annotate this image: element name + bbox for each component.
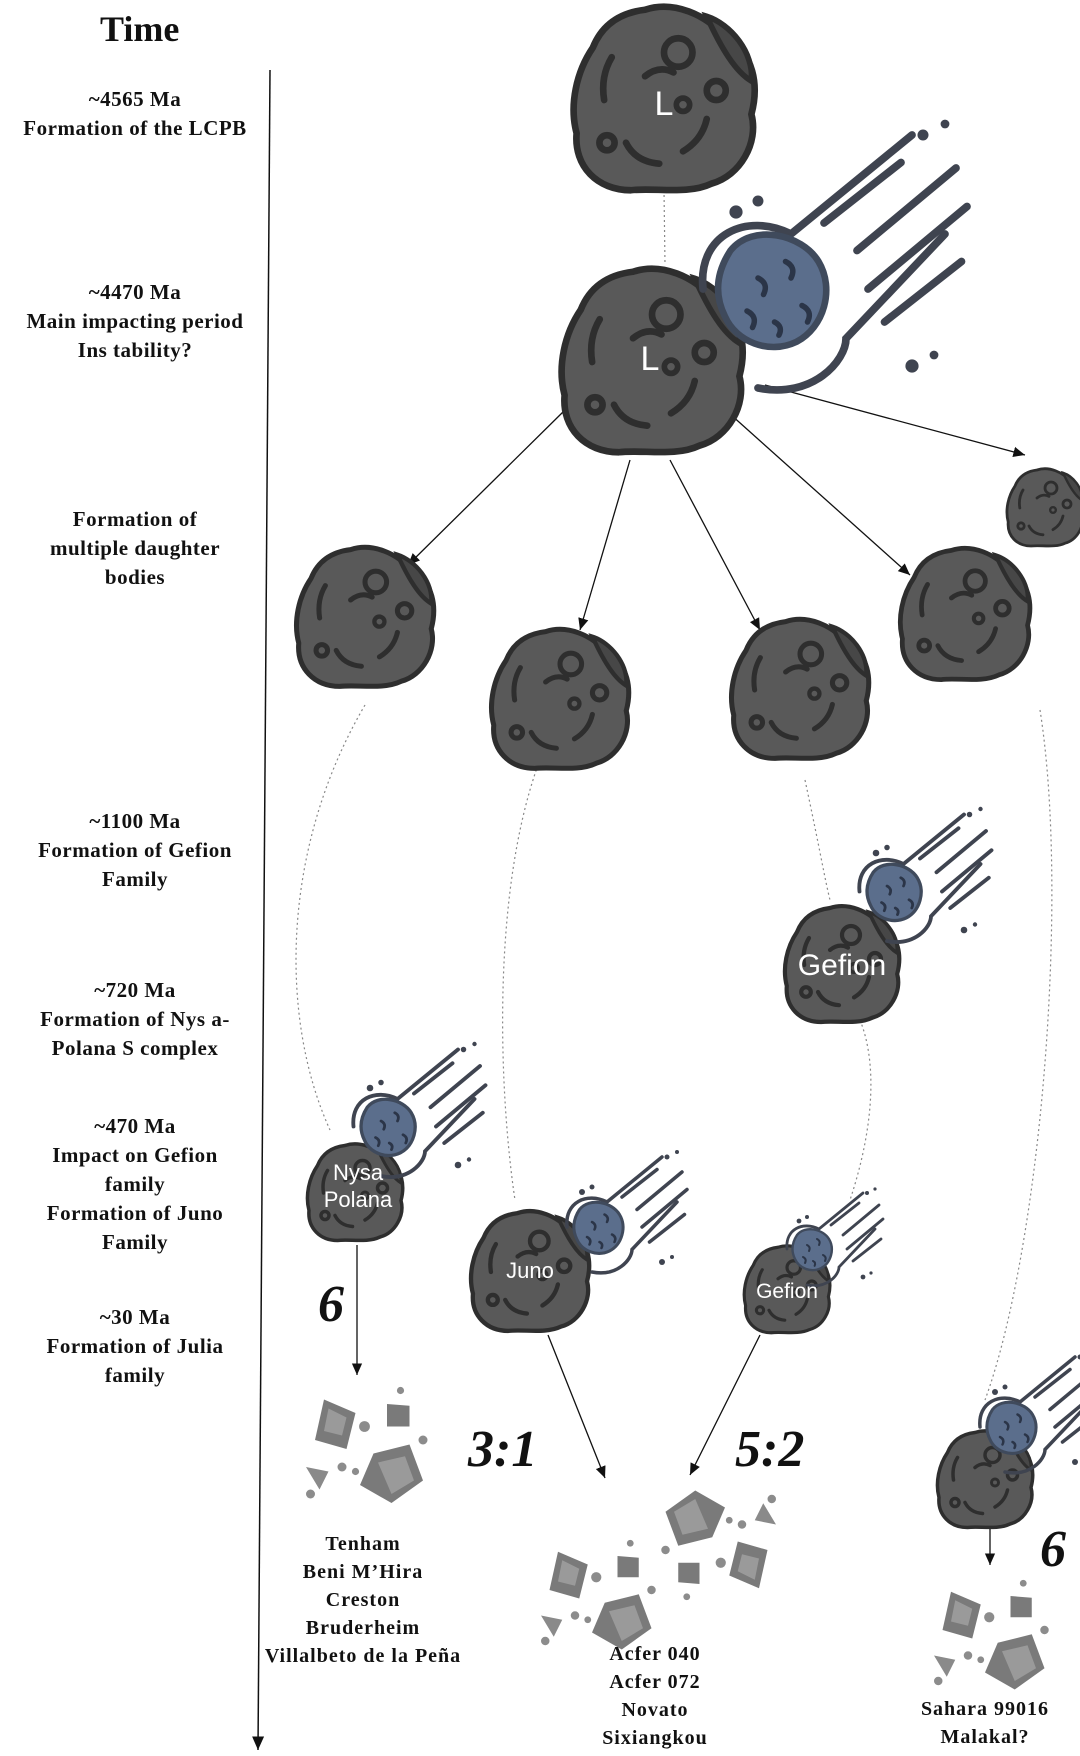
gefion-label: Gefion	[798, 949, 886, 982]
resonance-6-left: 6	[318, 1276, 344, 1333]
impacted-body-label: L	[641, 340, 660, 378]
nysa-polana-body: Nysa Polana	[305, 1039, 488, 1243]
daughter-body-3	[732, 619, 869, 758]
meteorite-fragments-middle-right	[661, 1490, 776, 1601]
gefion-impact-label: Gefion	[756, 1280, 818, 1303]
daughter-body-5	[1005, 467, 1080, 548]
gefion-impact-body: Gefion	[742, 1186, 885, 1335]
juno-body: Juno	[471, 1148, 689, 1331]
daughter-body-4	[900, 548, 1030, 679]
daughter-body-1	[297, 547, 434, 686]
meteorite-fragments-left	[306, 1386, 428, 1503]
nysa-label: Nysa	[333, 1160, 384, 1185]
resonance-6-right: 6	[1040, 1521, 1066, 1578]
gefion-family-body: Gefion	[785, 804, 994, 1022]
julia-family-body	[935, 1348, 1080, 1530]
parent-body-label: L	[655, 85, 674, 123]
parent-body-asteroid: L	[574, 7, 755, 190]
time-axis-title: Time	[100, 9, 180, 49]
lineage-lines	[295, 189, 1053, 1401]
polana-label: Polana	[324, 1187, 393, 1212]
meteorite-fragments-right	[934, 1579, 1049, 1690]
time-axis-line	[252, 69, 271, 1751]
meteorite-fragments-middle-left	[541, 1539, 656, 1650]
daughter-body-2	[492, 629, 629, 768]
resonance-3-1: 3:1	[468, 1421, 538, 1478]
juno-label: Juno	[506, 1258, 554, 1283]
resonance-5-2: 5:2	[735, 1421, 805, 1478]
breakup-arrows	[351, 384, 1026, 1565]
impacted-parent-body: L	[562, 120, 967, 453]
